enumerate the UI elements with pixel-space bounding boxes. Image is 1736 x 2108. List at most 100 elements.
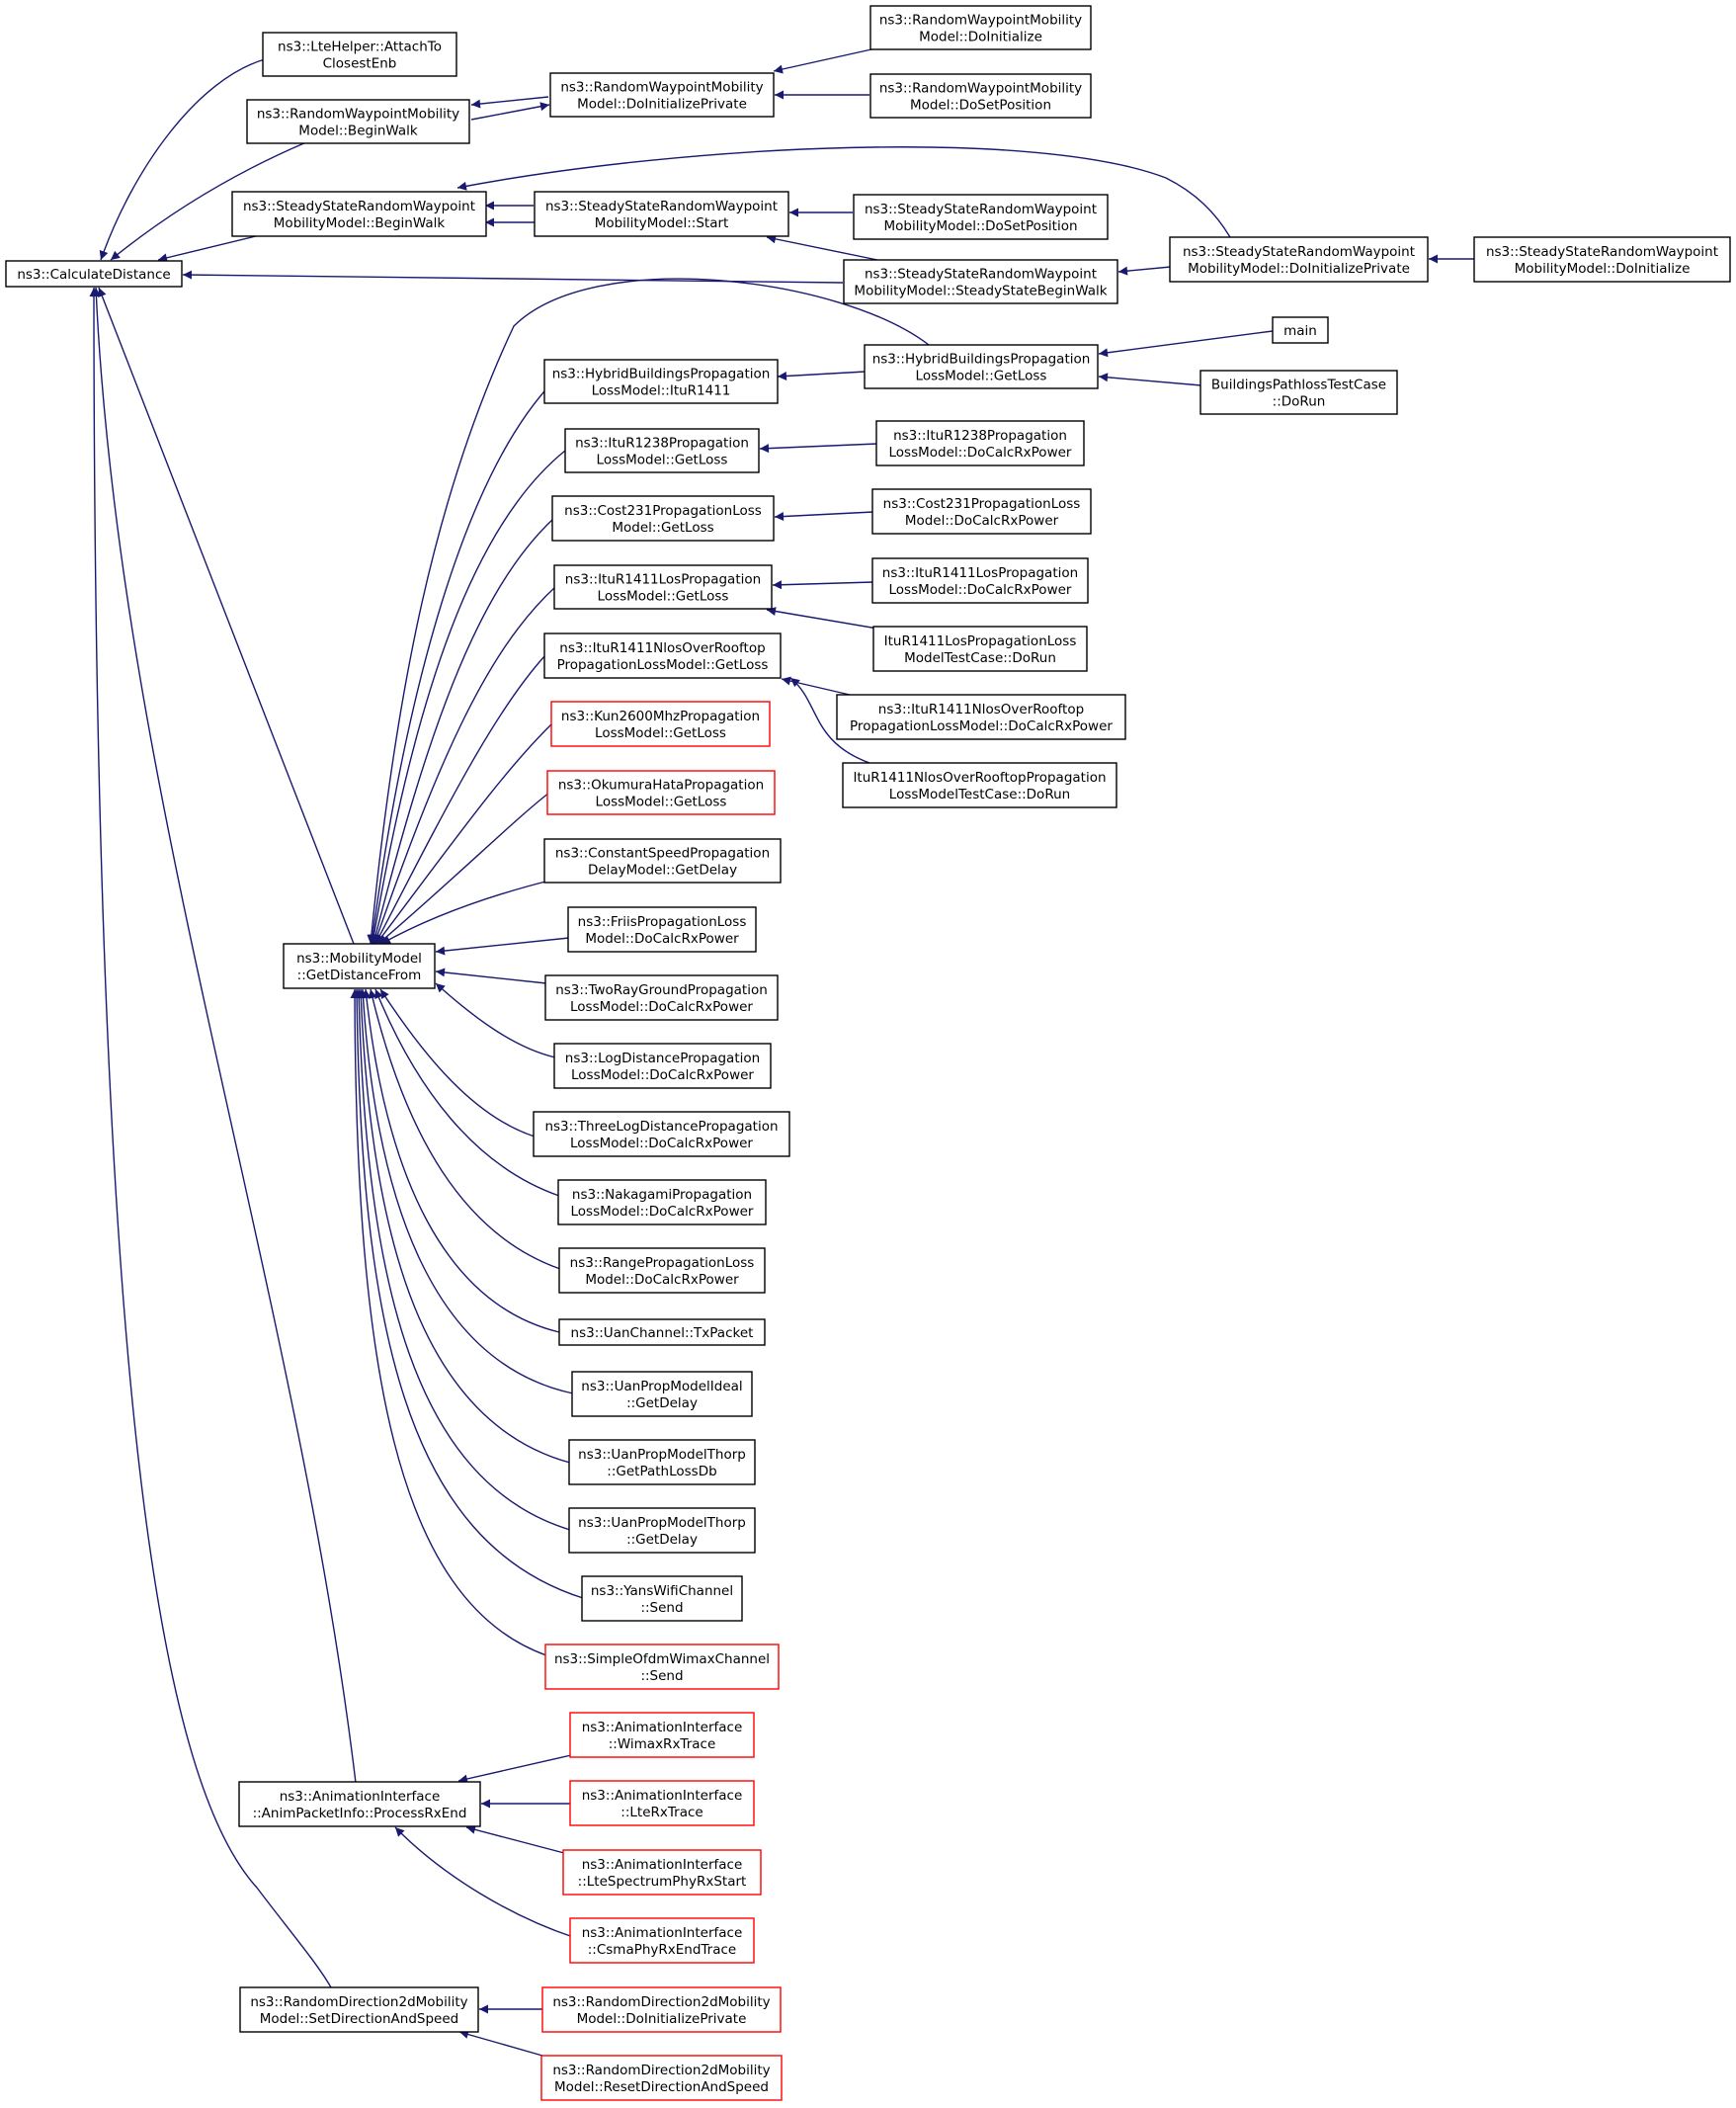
node-label-line: Model::GetLoss [612, 520, 713, 536]
node-box [262, 32, 457, 77]
node-cost_dc[interactable]: ns3::Cost231PropagationLossModel::DoCalc… [871, 488, 1092, 535]
edge-los_gl-to-mm_gdf [372, 586, 556, 945]
node-oku[interactable]: ns3::OkumuraHataPropagationLossModel::Ge… [546, 770, 776, 815]
node-label-line: ns3::RandomWaypointMobility [560, 80, 763, 96]
node-rd2_dip[interactable]: ns3::RandomDirection2dMobilityModel::DoI… [541, 1986, 782, 2033]
node-uan_tx[interactable]: ns3::UanChannel::TxPacket [558, 1318, 766, 1346]
node-ss_di[interactable]: ns3::SteadyStateRandomWaypointMobilityMo… [1473, 236, 1731, 283]
node-rwp_dsp[interactable]: ns3::RandomWaypointMobilityModel::DoSetP… [869, 73, 1092, 119]
node-label-line: LossModel::ItuR1411 [592, 383, 731, 399]
node-uan_thorp_pl[interactable]: ns3::UanPropModelThorp::GetPathLossDb [568, 1439, 756, 1485]
node-label-line: ns3::SteadyStateRandomWaypoint [1486, 244, 1718, 260]
node-rwp_begin[interactable]: ns3::RandomWaypointMobilityModel::BeginW… [246, 99, 470, 144]
node-main[interactable]: main [1272, 316, 1329, 344]
node-label-line: ns3::CalculateDistance [17, 267, 170, 283]
node-yans[interactable]: ns3::YansWifiChannel::Send [581, 1575, 743, 1622]
node-ss_dsp[interactable]: ns3::SteadyStateRandomWaypointMobilityMo… [853, 194, 1109, 240]
node-label-line: LossModel::GetLoss [916, 369, 1047, 384]
node-label-line: ::LteRxTrace [620, 1805, 703, 1820]
node-mm_gdf[interactable]: ns3::MobilityModel::GetDistanceFrom [283, 943, 436, 989]
node-ss_dip[interactable]: ns3::SteadyStateRandomWaypointMobilityMo… [1169, 236, 1429, 283]
node-anim_wimax[interactable]: ns3::AnimationInterface::WimaxRxTrace [569, 1712, 755, 1758]
node-label-line: Model::DoCalcRxPower [585, 1272, 739, 1288]
node-label-line: ns3::UanPropModelIdeal [581, 1379, 742, 1394]
node-ofdm[interactable]: ns3::SimpleOfdmWimaxChannel::Send [544, 1644, 780, 1690]
node-threelog[interactable]: ns3::ThreeLogDistancePropagationLossMode… [533, 1111, 790, 1157]
edge-los_tc-to-los_gl [766, 607, 878, 630]
node-kun[interactable]: ns3::Kun2600MhzPropagationLossModel::Get… [550, 701, 771, 747]
node-label-line: ns3::LteHelper::AttachTo [278, 40, 442, 55]
edge-rwp_begin-to-calc [110, 141, 307, 261]
node-nlos_dc[interactable]: ns3::ItuR1411NlosOverRooftopPropagationL… [836, 694, 1126, 740]
edge-itu1238_dc-to-itu1238_gl [759, 443, 878, 454]
edge-rwp_dip-to-rwp_begin [470, 102, 550, 121]
node-box [872, 626, 1088, 672]
edge-yans-to-mm_gdf [352, 988, 584, 1599]
edge-range-to-mm_gdf [368, 988, 561, 1270]
node-label-line: ::GetDistanceFrom [297, 968, 422, 983]
node-label-line: LossModel::DoCalcRxPower [571, 1204, 754, 1220]
node-anim_ltesp[interactable]: ns3::AnimationInterface::LteSpectrumPhyR… [562, 1849, 762, 1896]
edges-layer [89, 48, 1474, 2057]
node-anim_csma[interactable]: ns3::AnimationInterface::CsmaPhyRxEndTra… [569, 1917, 755, 1964]
node-ss_begin[interactable]: ns3::SteadyStateRandomWaypointMobilityMo… [231, 191, 487, 237]
edge-anim_wimax-to-anim_prx [457, 1754, 572, 1784]
node-label-line: MobilityModel::SteadyStateBeginWalk [854, 284, 1107, 299]
node-label-line: ns3::RandomDirection2dMobility [552, 1994, 770, 2010]
node-cost_gl[interactable]: ns3::Cost231PropagationLossModel::GetLos… [551, 495, 775, 542]
node-box [568, 1439, 756, 1485]
node-box [558, 1247, 766, 1294]
node-uan_ideal[interactable]: ns3::UanPropModelIdeal::GetDelay [571, 1371, 753, 1417]
node-label-line: LossModel::DoCalcRxPower [889, 445, 1072, 461]
node-label-line: ns3::UanPropModelThorp [578, 1515, 746, 1531]
node-range[interactable]: ns3::RangePropagationLossModel::DoCalcRx… [558, 1247, 766, 1294]
node-box [568, 1507, 756, 1554]
node-ss_ssbw[interactable]: ns3::SteadyStateRandomWaypointMobilityMo… [843, 259, 1118, 304]
node-rd2_rds[interactable]: ns3::RandomDirection2dMobilityModel::Res… [540, 2055, 783, 2101]
node-los_dc[interactable]: ns3::ItuR1411LosPropagationLossModel::Do… [871, 557, 1089, 604]
node-ss_start[interactable]: ns3::SteadyStateRandomWaypointMobilityMo… [534, 191, 789, 237]
node-box [1272, 316, 1329, 344]
node-calc[interactable]: ns3::CalculateDistance [5, 260, 183, 288]
node-tworay[interactable]: ns3::TwoRayGroundPropagationLossModel::D… [544, 974, 779, 1021]
node-itu1238_gl[interactable]: ns3::ItuR1238PropagationLossModel::GetLo… [564, 428, 760, 473]
node-nlos_gl[interactable]: ns3::ItuR1411NlosOverRooftopPropagationL… [543, 632, 782, 679]
node-naka[interactable]: ns3::NakagamiPropagationLossModel::DoCal… [557, 1179, 767, 1225]
edge-threelog-to-mm_gdf [379, 988, 536, 1138]
node-box [544, 974, 779, 1021]
node-label-line: ns3::ItuR1238Propagation [893, 428, 1067, 444]
node-anim_prx[interactable]: ns3::AnimationInterface::AnimPacketInfo:… [238, 1781, 481, 1827]
node-uan_thorp_gd[interactable]: ns3::UanPropModelThorp::GetDelay [568, 1507, 756, 1554]
node-box [544, 1644, 780, 1690]
node-label-line: ns3::AnimationInterface [582, 1788, 743, 1804]
edge-tworay-to-mm_gdf [435, 968, 547, 984]
edge-mm_gdf-to-calc [98, 287, 355, 945]
node-label-line: LossModel::GetLoss [598, 589, 729, 605]
node-anim_lte[interactable]: ns3::AnimationInterface::LteRxTrace [569, 1780, 755, 1826]
edge-nlos_tc-to-nlos_gl [789, 677, 870, 764]
node-hyb_itu[interactable]: ns3::HybridBuildingsPropagationLossModel… [543, 359, 779, 404]
node-label-line: LossModel::GetLoss [595, 725, 726, 741]
edge-kun-to-mm_gdf [375, 723, 552, 945]
node-rd2_sds[interactable]: ns3::RandomDirection2dMobilityModel::Set… [239, 1986, 479, 2033]
node-box [567, 906, 757, 953]
node-label-line: ns3::HybridBuildingsPropagation [552, 367, 771, 382]
node-rwp_dip[interactable]: ns3::RandomWaypointMobilityModel::DoInit… [549, 72, 775, 118]
node-los_tc[interactable]: ItuR1411LosPropagationLossModelTestCase:… [872, 626, 1088, 672]
node-label-line: ns3::FriisPropagationLoss [578, 914, 747, 930]
node-friis[interactable]: ns3::FriisPropagationLossModel::DoCalcRx… [567, 906, 757, 953]
node-rwp_di[interactable]: ns3::RandomWaypointMobilityModel::DoInit… [869, 5, 1092, 50]
node-csd[interactable]: ns3::ConstantSpeedPropagationDelayModel:… [543, 838, 782, 884]
node-bpt_dorun[interactable]: BuildingsPathlossTestCase::DoRun [1199, 370, 1398, 415]
node-hyb_getloss[interactable]: ns3::HybridBuildingsPropagationLossModel… [864, 344, 1099, 389]
node-nlos_tc[interactable]: ItuR1411NlosOverRooftopPropagationLossMo… [842, 762, 1117, 808]
node-los_gl[interactable]: ns3::ItuR1411LosPropagationLossModel::Ge… [553, 564, 773, 610]
edge-naka-to-mm_gdf [374, 988, 560, 1197]
node-label-line: ns3::RandomWaypointMobility [879, 81, 1082, 97]
node-label-line: LossModel::DoCalcRxPower [571, 1067, 754, 1083]
node-box [869, 5, 1092, 50]
node-logd[interactable]: ns3::LogDistancePropagationLossModel::Do… [553, 1043, 772, 1089]
edge-oku-to-mm_gdf [377, 792, 550, 945]
node-itu1238_dc[interactable]: ns3::ItuR1238PropagationLossModel::DoCal… [875, 420, 1085, 466]
